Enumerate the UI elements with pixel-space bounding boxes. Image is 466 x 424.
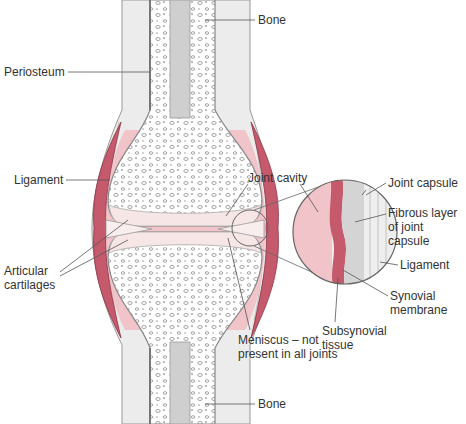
part-label: Bone: [258, 397, 318, 411]
part-label: Articular cartilages: [4, 264, 70, 292]
part-label: Meniscus – not present in all joints: [238, 333, 338, 361]
part-label: Joint capsule: [388, 176, 466, 190]
part-label: Bone: [258, 13, 318, 27]
part-label: Joint cavity: [248, 171, 328, 185]
part-label: Synovial membrane: [390, 289, 460, 317]
part-label: Periosteum: [4, 65, 74, 79]
part-label: Ligament: [400, 258, 462, 272]
part-label: Ligament: [14, 173, 74, 187]
part-label: Fibrous layer of joint capsule: [388, 206, 466, 248]
